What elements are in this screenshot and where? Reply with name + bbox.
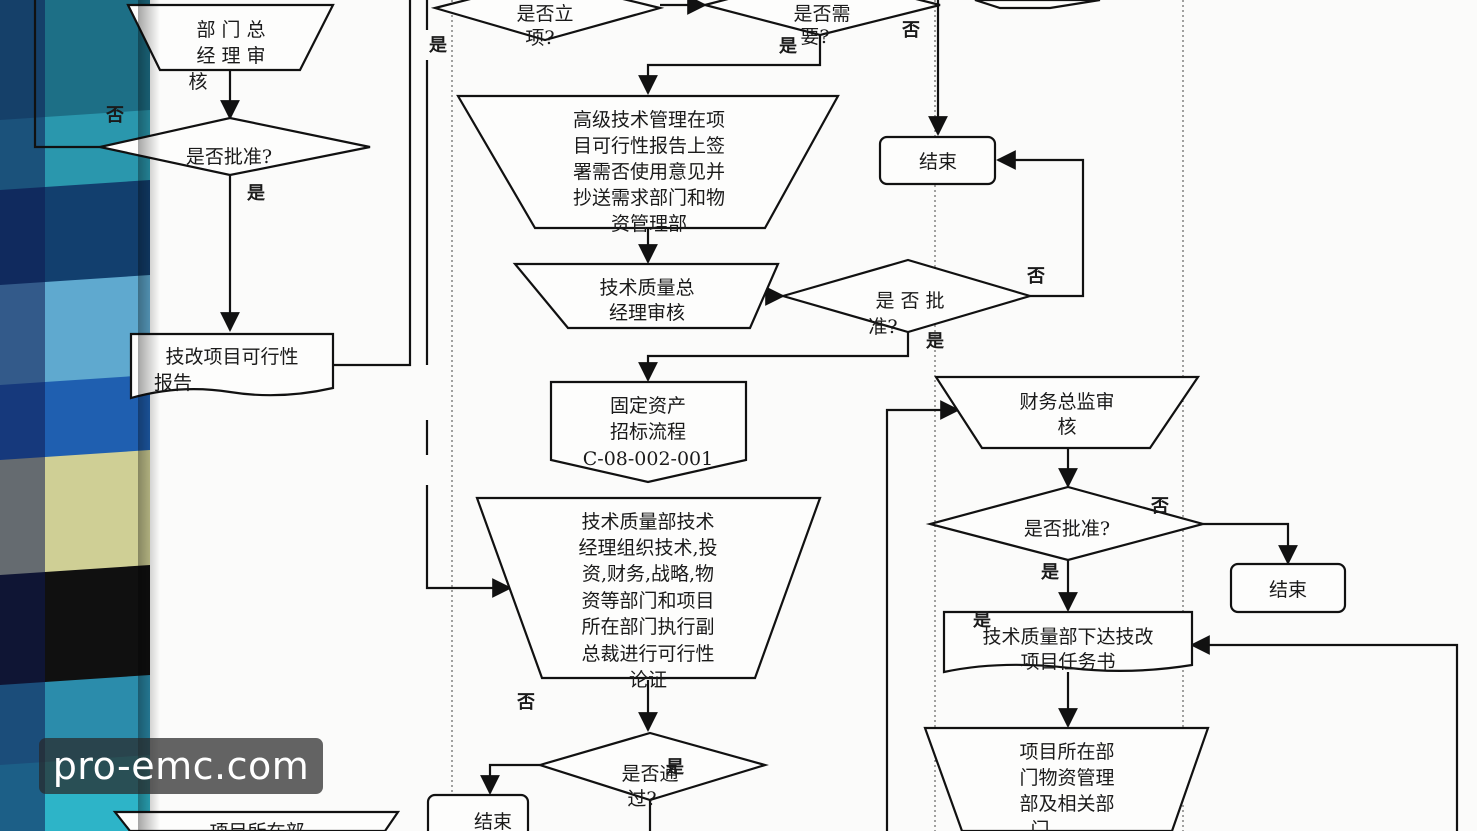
branch-labels: 否 是 是 是 否 否 是 否 是 是 否 是 [105,20,1169,778]
finance-director-review-shape [933,375,1201,450]
approve-decision-left-text: 是否批准? [186,146,272,168]
tech-feasibility-demo-line: 资,财务,战略,物 [582,563,714,585]
senior-tech-mgmt-shape [456,94,840,230]
approve-decision-mid-line: 是 否 批 [875,290,944,312]
yes-label: 是 [778,36,797,57]
tech-feasibility-demo-line: 论证 [629,669,667,691]
yes-label: 是 [972,610,991,631]
tech-feasibility-demo-line: 技术质量部技术 [581,511,714,533]
no-label: 否 [901,20,920,41]
no-label: 否 [105,105,124,126]
yes-label: 是 [1040,562,1059,583]
project-decision-line: 项? [525,27,554,49]
issue-task-line: 技术质量部下达技改 [982,626,1153,648]
bottom-left-partial-text: 项目所在部 [209,821,304,831]
feasibility-report-line: 技改项目可行性 [165,346,298,368]
dept-material-mgmt-line: 门 [1030,819,1049,831]
tech-feasibility-demo-line: 所在部门执行副 [581,616,714,638]
end-bottom-shape [426,793,530,831]
yes-label: 是 [246,183,265,204]
tech-feasibility-demo-line: 经理组织技术,投 [578,537,717,559]
senior-tech-mgmt-line: 高级技术管理在项 [573,109,725,131]
no-label: 否 [1150,496,1169,517]
swimlane-dividers [451,0,1184,831]
yes-label: 是 [665,757,684,778]
senior-tech-mgmt-line: 资管理部 [611,213,687,235]
senior-tech-mgmt-line: 抄送需求部门和物 [573,187,725,209]
tech-quality-gm-review-shape [512,262,780,330]
dept-material-mgmt-line: 门物资管理 [1019,767,1114,789]
stripe-edge [0,0,45,831]
connectors [33,0,1459,831]
end-bottom-text: 结束 [474,811,512,831]
end-right-shape [1229,562,1347,614]
dept-gm-review-line: 核 [188,71,207,93]
project-decision-shape [430,0,665,42]
end-top-text: 结束 [919,151,957,173]
need-decision-line: 是否需 [793,3,850,25]
feasibility-report-line: 报告 [154,372,192,394]
approve-decision-left-shape [99,116,371,177]
no-label: 否 [1026,266,1045,287]
approve-decision-right-shape [925,485,1208,562]
dept-material-mgmt-line: 项目所在部 [1019,741,1114,763]
finance-director-review-line: 财务总监审 [1019,391,1114,413]
tech-quality-gm-review-line: 经理审核 [609,302,685,324]
tech-quality-gm-review-line: 技术质量总 [599,277,694,299]
approve-decision-right-text: 是否批准? [1024,518,1110,540]
need-decision-shape [700,0,941,37]
stripe-shadow [138,0,160,831]
need-decision-line: 要? [800,26,829,48]
pass-decision-line: 是否通 [621,763,678,785]
finance-director-review-line: 核 [1057,416,1076,438]
pass-decision-line: 过? [627,788,656,810]
dept-gm-review-line: 经 理 审 [196,45,265,67]
node-texts: 部 门 总 经 理 审 核 是否批准? 技改项目可行性 报告 是否立 项? 是否… [154,3,1307,831]
tech-feasibility-demo-line: 资等部门和项目 [581,590,714,612]
end-right-text: 结束 [1269,579,1307,601]
fixed-asset-bidding-line: 招标流程 [610,421,686,443]
senior-tech-mgmt-line: 署需否使用意见并 [573,161,725,183]
tech-feasibility-demo-line: 总裁进行可行性 [581,643,714,665]
top-right-partial-shape [974,0,1101,10]
fixed-asset-bidding-shape [549,380,748,484]
yes-label: 是 [428,35,447,56]
yes-label: 是 [925,331,944,352]
issue-task-shape [942,610,1194,674]
approve-decision-mid-line: 准? [868,316,897,338]
fixed-asset-bidding-line: 固定资产 [610,395,686,417]
no-label: 否 [516,692,535,713]
end-top-shape [878,135,997,186]
pass-decision-shape [536,731,769,802]
senior-tech-mgmt-line: 目可行性报告上签 [573,135,725,157]
watermark: pro-emc.com [39,738,323,794]
dept-material-mgmt-shape [923,726,1210,831]
bottom-left-partial-shape [112,810,401,831]
approve-decision-mid-shape [779,258,1034,334]
tech-feasibility-demo-shape [475,496,822,680]
project-decision-line: 是否立 [516,3,573,25]
issue-task-line: 项目任务书 [1020,651,1115,673]
fixed-asset-bidding-line: C-08-002-001 [583,448,714,470]
dept-gm-review-line: 部 门 总 [196,19,265,41]
dept-material-mgmt-line: 部及相关部 [1019,793,1114,815]
